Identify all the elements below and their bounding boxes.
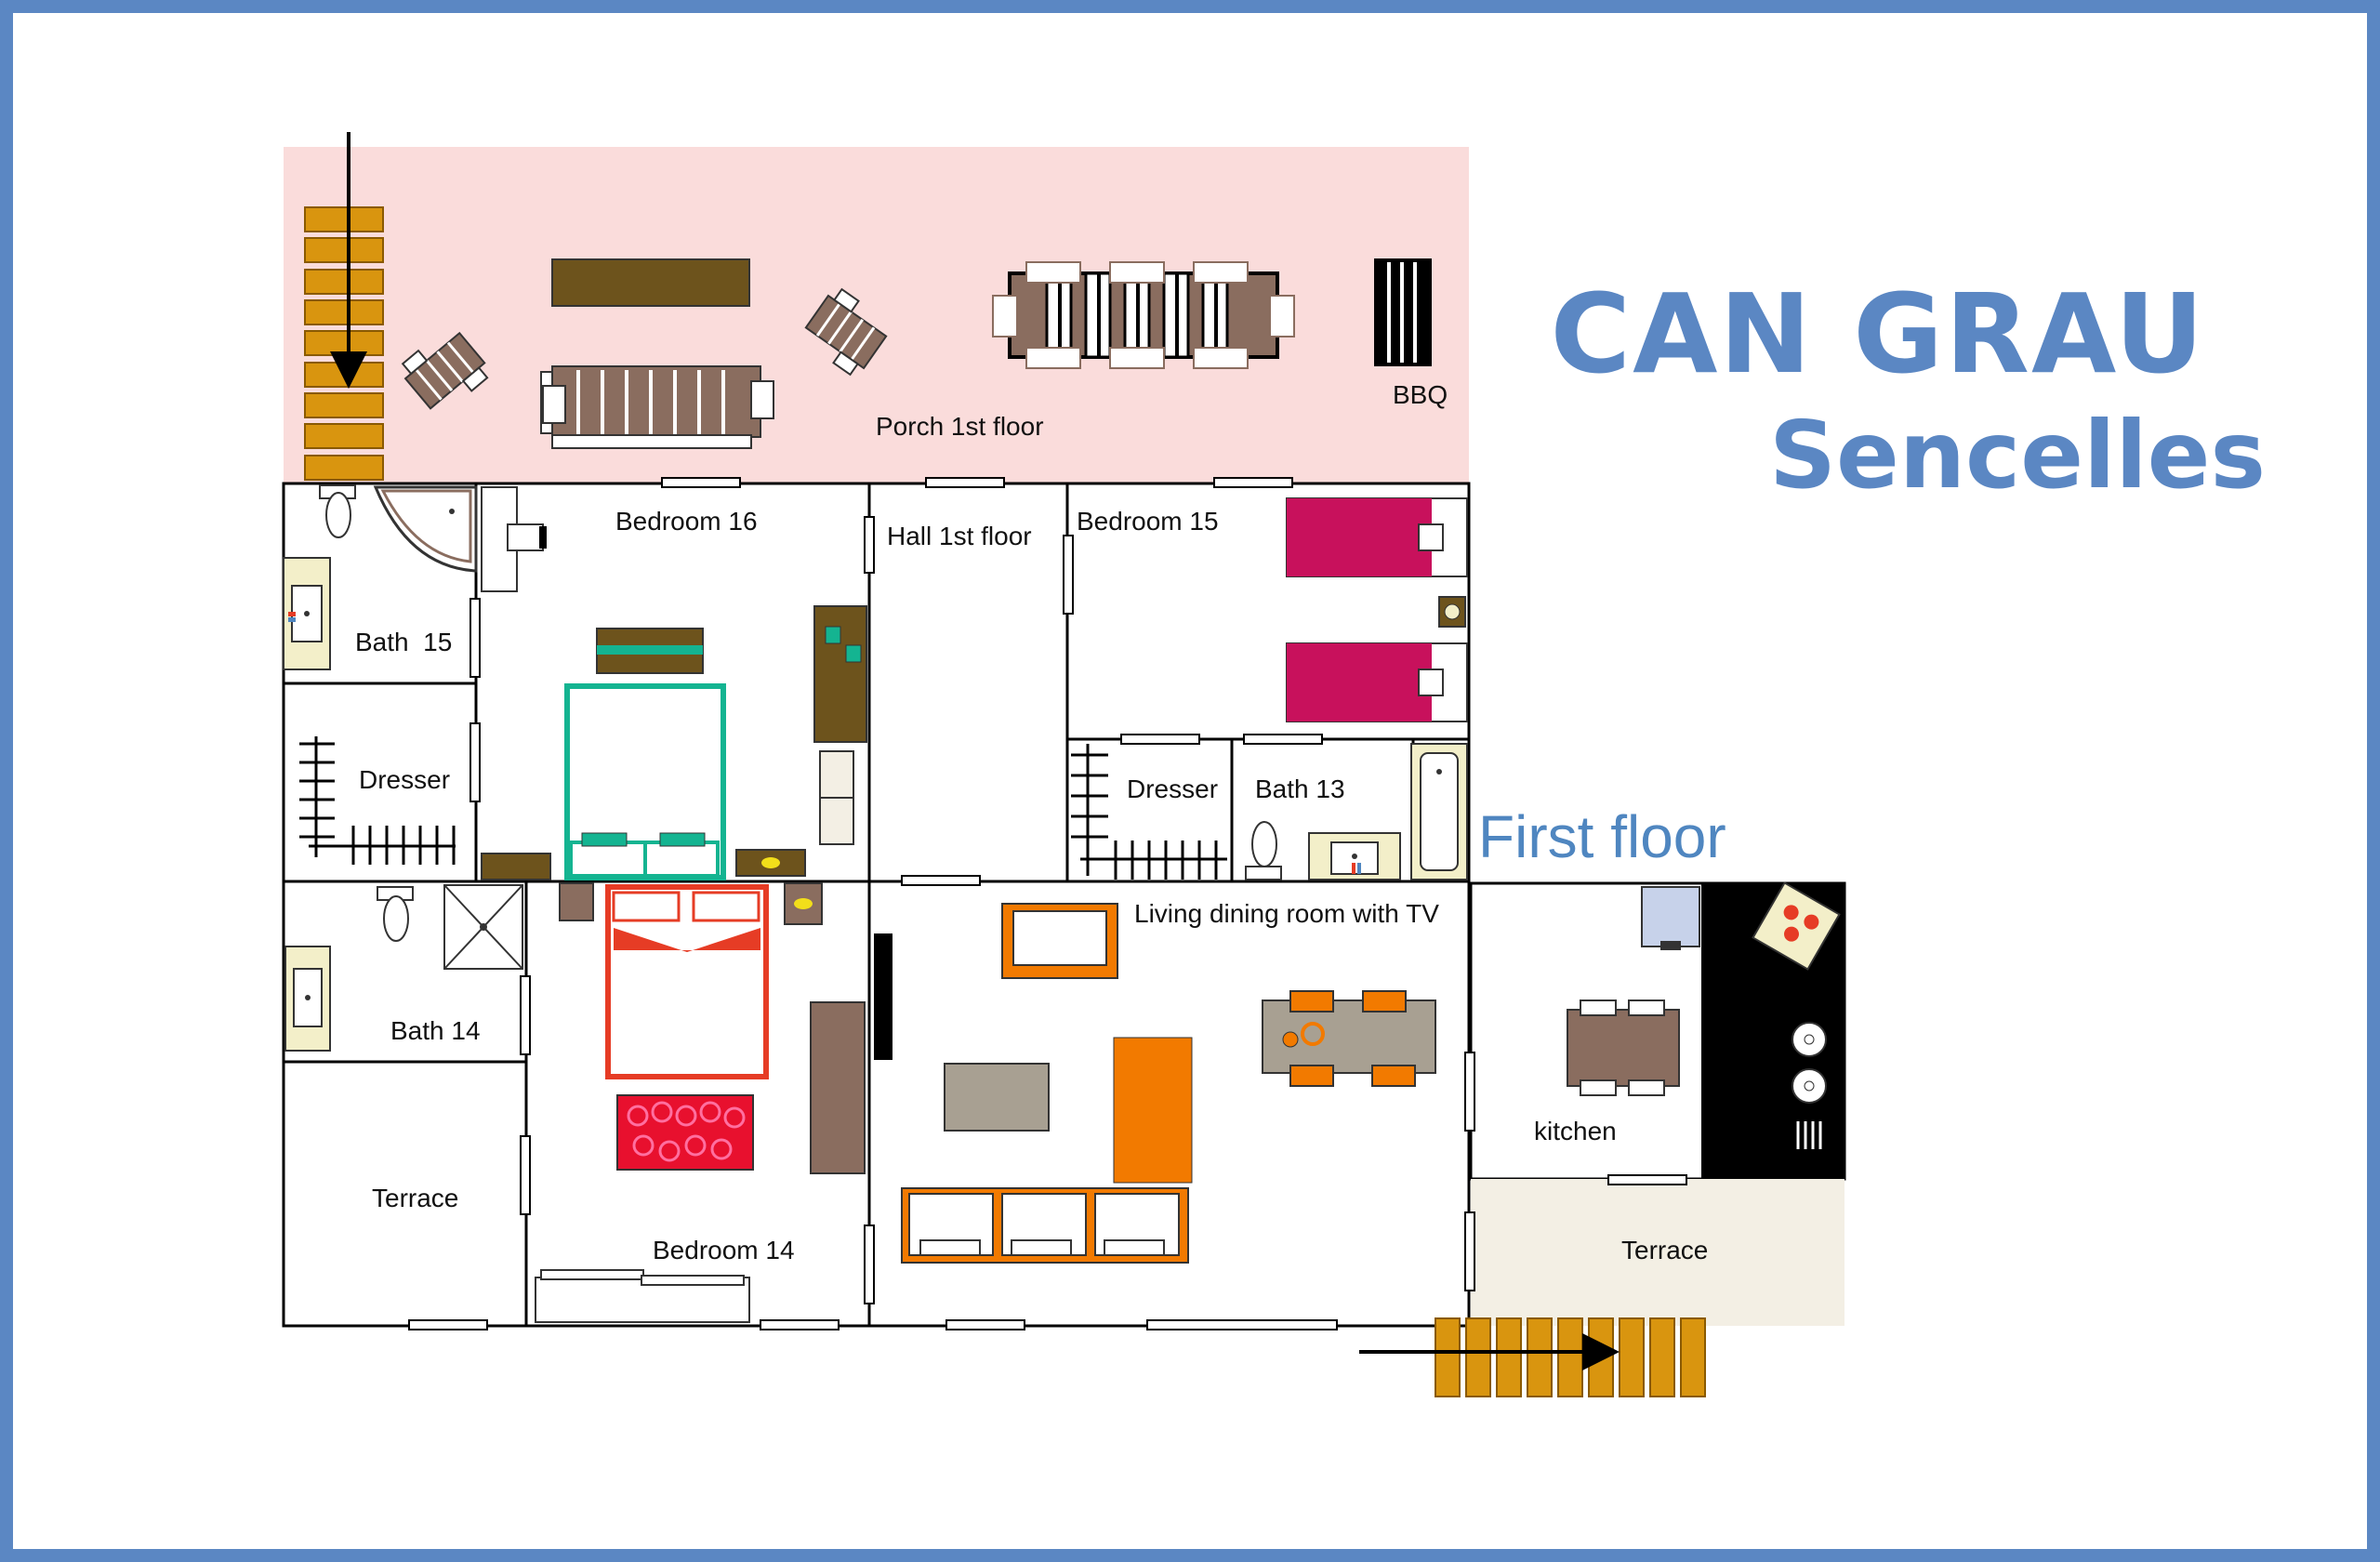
label-bath13: Bath 13: [1255, 774, 1345, 803]
dresser-right-shelves: [1071, 744, 1227, 880]
bedroom14-furniture: [535, 882, 866, 1323]
living-room-furniture: [874, 903, 1436, 1264]
label-hall: Hall 1st floor: [887, 522, 1032, 550]
label-porch: Porch 1st floor: [876, 412, 1044, 441]
bath15-fixtures: [283, 484, 478, 670]
label-bedroom15: Bedroom 15: [1077, 507, 1219, 536]
bath14-fixtures: [284, 884, 523, 1052]
bbq-grill: [1374, 258, 1432, 366]
label-dresser-left: Dresser: [359, 765, 450, 794]
label-bedroom14: Bedroom 14: [653, 1236, 795, 1264]
label-bath15: Bath 15: [355, 628, 452, 656]
label-terrace-left: Terrace: [372, 1184, 458, 1212]
label-bbq: BBQ: [1393, 380, 1448, 409]
porch-lounger-left: [401, 331, 489, 410]
property-title: CAN GRAU: [1550, 270, 2206, 398]
bath13-fixtures: [1245, 743, 1468, 880]
property-subtitle: Sencelles: [1768, 401, 2267, 510]
dresser-left-shelves: [299, 736, 456, 865]
stairs-top: [304, 206, 384, 481]
label-kitchen: kitchen: [1534, 1117, 1617, 1145]
label-dresser-right: Dresser: [1127, 774, 1218, 803]
bedroom15-furniture: [1286, 497, 1468, 722]
porch-bench: [551, 258, 750, 307]
bedroom16-furniture: [481, 486, 867, 880]
label-bedroom16: Bedroom 16: [615, 507, 758, 536]
terrace-right-area: [1471, 1179, 1844, 1326]
porch-dining-table: [992, 261, 1295, 369]
floor-label: First floor: [1478, 803, 1726, 870]
porch-table-left: [540, 365, 774, 449]
label-bath14: Bath 14: [390, 1016, 481, 1045]
label-terrace-right: Terrace: [1621, 1236, 1708, 1264]
label-living: Living dining room with TV: [1134, 899, 1439, 928]
kitchen-furniture: [1567, 881, 1844, 1179]
stairs-bottom: [1435, 1317, 1706, 1397]
porch-lounger-right: [804, 287, 888, 377]
windows: [408, 477, 1687, 1330]
